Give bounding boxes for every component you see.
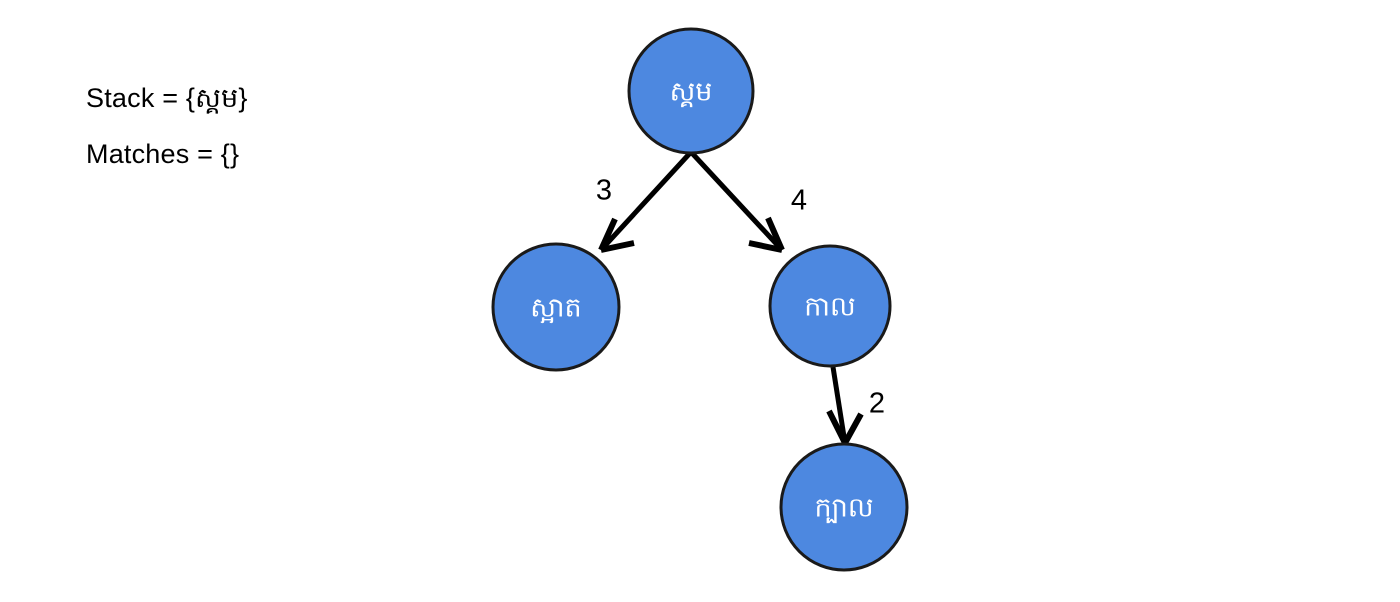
edge-root-left <box>598 150 693 253</box>
node-circle[interactable] <box>491 242 621 372</box>
edge-weight-root-right: 4 <box>791 185 807 217</box>
node-label: កាល <box>804 292 855 323</box>
matches-state-label: Matches = {} <box>86 139 240 169</box>
arrowhead-icon <box>748 216 785 253</box>
node-label: ស្អាត <box>530 293 581 324</box>
node-circle[interactable] <box>779 442 909 572</box>
node-label: ក្បាល <box>814 493 873 524</box>
edge-line <box>830 366 848 444</box>
edge-line <box>599 150 693 252</box>
edge-right-bottom <box>826 366 864 445</box>
node-right[interactable]: កាល <box>768 244 892 368</box>
stack-state-label: Stack = {ស្គម} <box>86 83 248 113</box>
edge-weight-root-left: 3 <box>596 175 612 207</box>
node-circle[interactable] <box>627 27 755 155</box>
node-bottom[interactable]: ក្បាល <box>779 442 909 572</box>
edge-line <box>689 150 784 252</box>
edge-weight-right-bottom: 2 <box>869 388 885 420</box>
node-left[interactable]: ស្អាត <box>491 242 621 372</box>
edge-root-right <box>689 150 785 253</box>
arrowhead-icon <box>826 409 864 445</box>
node-circle[interactable] <box>768 244 892 368</box>
node-label: ស្គម <box>670 77 713 108</box>
node-root[interactable]: ស្គម <box>627 27 755 155</box>
arrowhead-icon <box>598 217 635 253</box>
